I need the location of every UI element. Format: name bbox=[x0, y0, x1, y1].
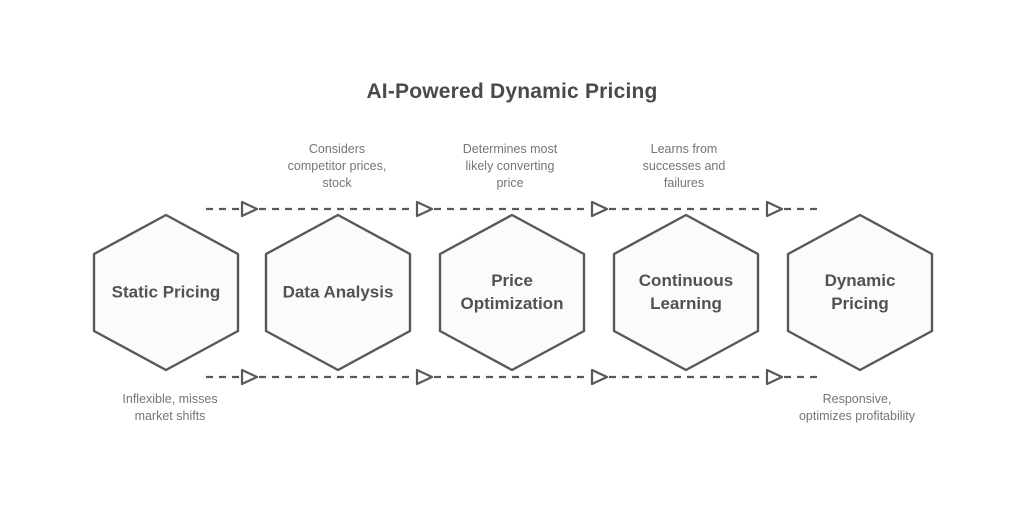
stage-label-price-optimization: Price Optimization bbox=[460, 271, 564, 313]
arrowhead-right-icon bbox=[590, 368, 609, 386]
arrowhead-right-icon bbox=[415, 200, 434, 218]
annotation-static-pricing: Inflexible, misses market shifts bbox=[122, 392, 218, 423]
bottom-flow-arrow bbox=[206, 368, 819, 386]
hexagon-continuous-learning bbox=[612, 213, 760, 372]
arrowhead-right-icon bbox=[240, 200, 259, 218]
hexagon-static-pricing bbox=[92, 213, 240, 372]
stage-label-data-analysis: Data Analysis bbox=[282, 282, 394, 302]
stage-label-dynamic-pricing: Dynamic Pricing bbox=[824, 271, 896, 313]
annotation-data-analysis: Considers competitor prices, stock bbox=[287, 142, 387, 190]
stage-label-continuous-learning: Continuous Learning bbox=[638, 271, 734, 313]
top-flow-arrow bbox=[206, 200, 819, 218]
arrowhead-right-icon bbox=[765, 368, 784, 386]
stage-label-static-pricing: Static Pricing bbox=[111, 282, 221, 302]
arrowhead-right-icon bbox=[765, 200, 784, 218]
arrowhead-right-icon bbox=[590, 200, 609, 218]
arrowhead-right-icon bbox=[415, 368, 434, 386]
diagram-title: AI-Powered Dynamic Pricing bbox=[366, 80, 658, 103]
annotation-continuous-learning: Learns from successes and failures bbox=[642, 142, 726, 190]
arrowhead-right-icon bbox=[240, 368, 259, 386]
hexagon-price-optimization bbox=[438, 213, 586, 372]
annotation-dynamic-pricing: Responsive, optimizes profitability bbox=[798, 392, 915, 423]
annotation-price-optimization: Determines most likely converting price bbox=[462, 142, 558, 190]
hexagon-dynamic-pricing bbox=[786, 213, 934, 372]
hexagon-data-analysis bbox=[264, 213, 412, 372]
